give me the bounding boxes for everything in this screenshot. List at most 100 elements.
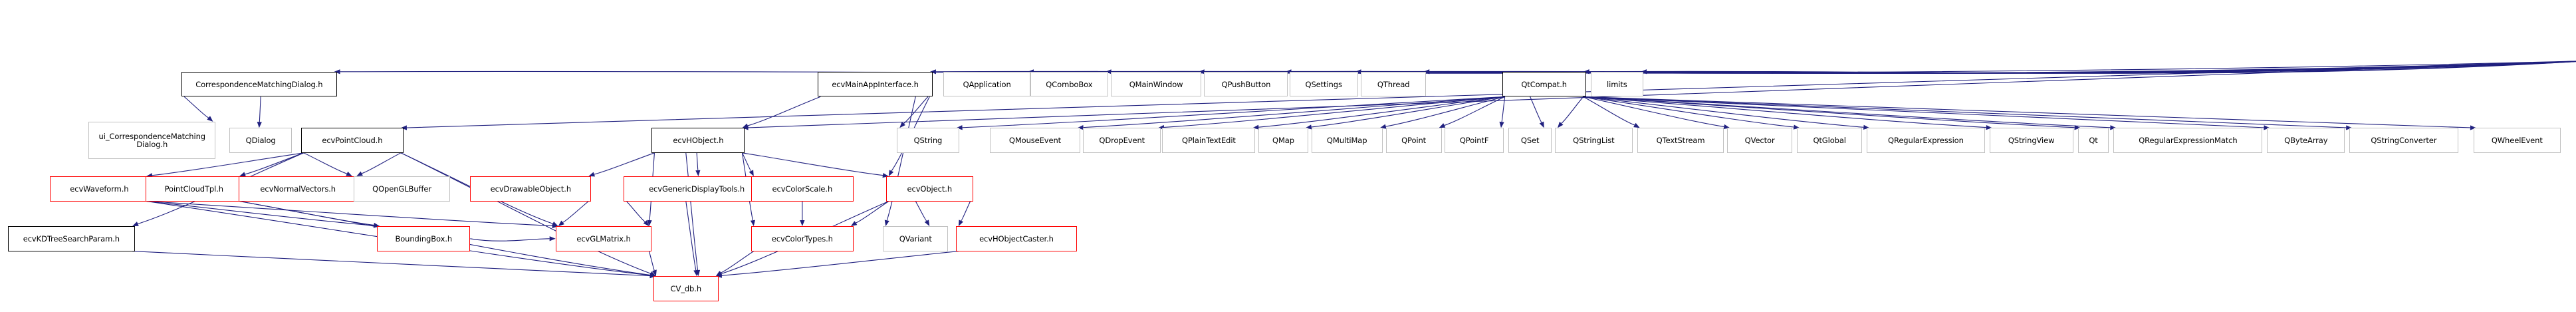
graph-node-qregularexpression[interactable]: QRegularExpression xyxy=(1867,128,1985,153)
graph-node-ecvgenericdisplaytools-h[interactable]: ecvGenericDisplayTools.h xyxy=(624,176,770,202)
graph-node-ecvwaveform-h[interactable]: ecvWaveform.h xyxy=(49,176,150,202)
graph-node-qtcompat-h[interactable]: QtCompat.h xyxy=(1502,71,1586,97)
graph-edge xyxy=(562,201,589,223)
graph-edge xyxy=(1583,96,2075,128)
graph-edge xyxy=(1583,96,2347,128)
graph-edge xyxy=(1385,96,1505,127)
graph-edge xyxy=(721,251,755,273)
graph-edge-arrowhead xyxy=(958,220,964,227)
graph-node-qstringlist[interactable]: QStringList xyxy=(1555,128,1633,153)
graph-node-qapplication[interactable]: QApplication xyxy=(943,71,1030,97)
graph-node-qplaintextedit[interactable]: QPlainTextEdit xyxy=(1162,128,1256,153)
graph-edge-arrowhead xyxy=(647,220,652,227)
graph-edge-arrowhead xyxy=(1558,122,1564,128)
graph-node-qt[interactable]: Qt xyxy=(2077,128,2109,153)
graph-edge xyxy=(1311,96,1505,128)
graph-node-ecvcolorscale-h[interactable]: ecvColorScale.h xyxy=(751,176,854,202)
graph-node-ecvpointcloud-h[interactable]: ecvPointCloud.h xyxy=(300,128,404,153)
graph-node-ecvdrawableobject-h[interactable]: ecvDrawableObject.h xyxy=(470,176,592,202)
graph-node-qstring[interactable]: QString xyxy=(897,128,959,153)
graph-edge-arrowhead xyxy=(356,171,363,176)
graph-edge-arrowhead xyxy=(1499,121,1504,128)
graph-node-boundingbox-h[interactable]: BoundingBox.h xyxy=(377,226,471,251)
graph-node-ui-correspondencematchingdialog-h[interactable]: ui_CorrespondenceMatching Dialog.h xyxy=(88,121,216,160)
graph-edge xyxy=(1583,96,1864,128)
graph-node-qset[interactable]: QSet xyxy=(1508,128,1552,153)
graph-node-qbytearray[interactable]: QByteArray xyxy=(2267,128,2345,153)
graph-node-qpointf[interactable]: QPointF xyxy=(1445,128,1504,153)
graph-edge-arrowhead xyxy=(552,221,558,227)
graph-edge xyxy=(915,201,927,222)
graph-edge xyxy=(132,250,650,277)
graph-edge xyxy=(747,96,821,126)
graph-edge xyxy=(259,96,261,122)
graph-node-ecvglmatrix-h[interactable]: ecvGLMatrix.h xyxy=(555,226,652,251)
graph-node-qmultimap[interactable]: QMultiMap xyxy=(1311,128,1383,153)
graph-edge xyxy=(1583,96,1794,128)
graph-edge xyxy=(1583,96,2264,128)
graph-edge-arrowhead xyxy=(800,220,805,227)
graph-edge-arrowhead xyxy=(558,220,564,227)
graph-node-limits[interactable]: limits xyxy=(1590,71,1644,97)
graph-node-qdropevent[interactable]: QDropEvent xyxy=(1083,128,1161,153)
graph-edge-arrowhead xyxy=(850,221,858,227)
graph-node-pointcloudtpl-h[interactable]: PointCloudTpl.h xyxy=(146,176,243,202)
graph-node-qstringconverter[interactable]: QStringConverter xyxy=(2349,128,2458,153)
graph-edge xyxy=(903,96,929,124)
graph-edge xyxy=(1583,96,1635,126)
graph-edge-arrowhead xyxy=(695,269,701,277)
graph-edge xyxy=(961,201,971,222)
graph-edge-arrowhead xyxy=(715,271,723,277)
graph-edge xyxy=(1291,61,2576,74)
graph-node-ecvmainappinterface-h[interactable]: ecvMainAppInterface.h xyxy=(818,71,933,97)
graph-node-qsettings[interactable]: QSettings xyxy=(1289,71,1358,97)
graph-node-qvariant[interactable]: QVariant xyxy=(883,226,949,251)
graph-edge xyxy=(685,201,697,271)
graph-edge-arrowhead xyxy=(649,271,656,277)
graph-node-qvector[interactable]: QVector xyxy=(1727,128,1793,153)
graph-edge xyxy=(1583,96,1724,127)
graph-edge xyxy=(245,152,304,175)
graph-edge-arrowhead xyxy=(346,171,352,176)
graph-node-ecvcolortypes-h[interactable]: ecvColorTypes.h xyxy=(751,226,854,251)
graph-node-qtextstream[interactable]: QTextStream xyxy=(1637,128,1724,153)
graph-node-qregularexpressionmatch[interactable]: QRegularExpressionMatch xyxy=(2113,128,2263,153)
graph-edge xyxy=(962,96,1505,128)
graph-node-qstringview[interactable]: QStringView xyxy=(1989,128,2073,153)
graph-edge-arrowhead xyxy=(693,269,699,277)
graph-node-qwheelevent[interactable]: QWheelEvent xyxy=(2473,128,2561,153)
graph-edge xyxy=(1083,96,1505,128)
graph-edge xyxy=(648,251,655,271)
graph-edge-arrowhead xyxy=(207,116,213,122)
graph-edge xyxy=(886,96,916,221)
graph-node-qpoint[interactable]: QPoint xyxy=(1385,128,1442,153)
graph-node-qpushbutton[interactable]: QPushButton xyxy=(1204,71,1288,97)
graph-edge xyxy=(1164,96,1505,128)
graph-node-qthread[interactable]: QThread xyxy=(1361,71,1427,97)
graph-node-qopenglbuffer[interactable]: QOpenGLBuffer xyxy=(354,176,450,202)
graph-edge-arrowhead xyxy=(884,220,889,227)
graph-edge xyxy=(303,152,347,174)
graph-node-ecvhobject-h[interactable]: ecvHObject.h xyxy=(651,128,745,153)
graph-edge-arrowhead xyxy=(1633,122,1640,128)
graph-node-qtglobal[interactable]: QtGlobal xyxy=(1797,128,1863,153)
graph-node-qmap[interactable]: QMap xyxy=(1258,128,1308,153)
graph-edge xyxy=(470,238,550,241)
graph-edge xyxy=(1444,96,1505,126)
graph-node-ecvnormalvectors-h[interactable]: ecvNormalVectors.h xyxy=(239,176,357,202)
graph-edge xyxy=(1530,96,1542,123)
graph-edge-arrowhead xyxy=(715,271,723,277)
graph-edge xyxy=(400,152,651,274)
graph-node-qmainwindow[interactable]: QMainWindow xyxy=(1111,71,1201,97)
graph-node-ecvobject-h[interactable]: ecvObject.h xyxy=(885,176,973,202)
graph-node-cv-db-h[interactable]: CV_db.h xyxy=(653,276,719,301)
graph-edge xyxy=(1561,96,1584,124)
graph-node-qcombobox[interactable]: QComboBox xyxy=(1030,71,1108,97)
graph-node-qmouseevent[interactable]: QMouseEvent xyxy=(990,128,1080,153)
graph-edge xyxy=(183,96,209,118)
graph-node-ecvkdtreesearchparam-h[interactable]: ecvKDTreeSearchParam.h xyxy=(7,226,136,251)
graph-node-qdialog[interactable]: QDialog xyxy=(229,128,292,153)
graph-node-ecvhobjectcaster-h[interactable]: ecvHObjectCaster.h xyxy=(955,226,1078,251)
graph-node-correspondencematchingdialog-h[interactable]: CorrespondenceMatchingDialog.h xyxy=(181,71,337,97)
graph-edge-arrowhead xyxy=(749,170,754,176)
